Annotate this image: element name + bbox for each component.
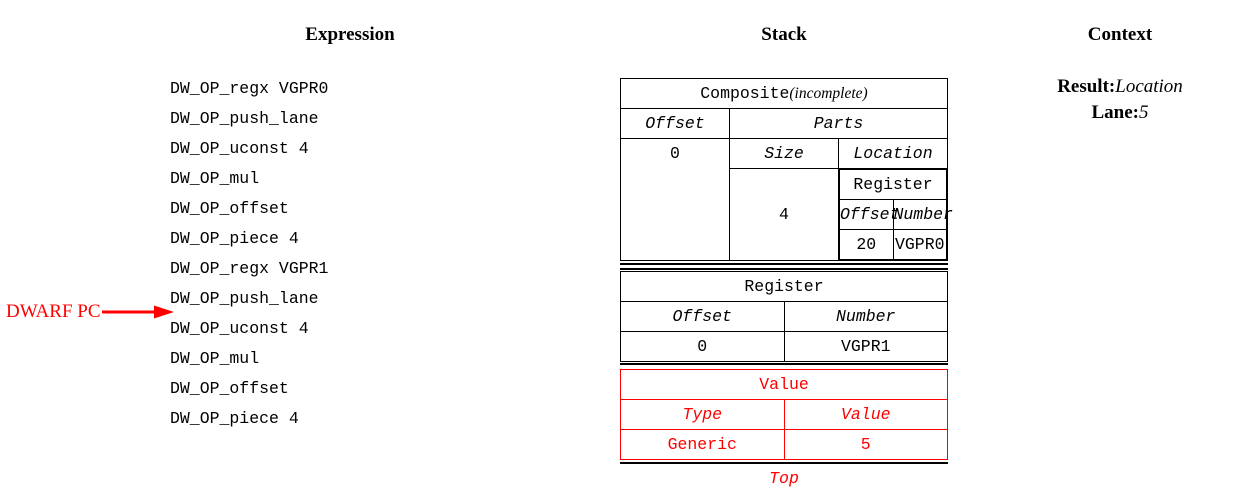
- arrow-right-icon: [101, 305, 174, 319]
- expression-row-7: DW_OP_push_lane: [170, 289, 319, 308]
- expression-list: DW_OP_regx VGPR0 DW_OP_push_lane DW_OP_u…: [170, 74, 500, 434]
- stack-separator-2: [620, 362, 948, 369]
- context-key-result: Result:: [1057, 76, 1116, 97]
- expression-row-0: DW_OP_regx VGPR0: [170, 79, 329, 98]
- nested-register-header-number: Number: [893, 199, 953, 230]
- column-header-stack: Stack: [761, 24, 807, 45]
- nested-register-title: Register: [839, 169, 947, 200]
- context-value-result: Location: [1115, 76, 1183, 97]
- context-row-lane: Lane:5: [1000, 100, 1240, 126]
- context-value-lane: 5: [1139, 102, 1149, 123]
- context-key-lane: Lane:: [1091, 102, 1140, 123]
- nested-register-table: Register Offset Number 20 VGPR0: [839, 169, 953, 260]
- value-header-value: Value: [784, 399, 948, 430]
- dwarf-pc-pointer: DWARF PC: [6, 300, 174, 324]
- expression-row-5: DW_OP_piece 4: [170, 229, 299, 248]
- nested-register-number: VGPR0: [894, 235, 945, 254]
- composite-header-size: Size: [729, 138, 839, 169]
- expression-row-11: DW_OP_piece 4: [170, 409, 299, 428]
- register-number: VGPR1: [840, 337, 891, 356]
- expression-row-10: DW_OP_offset: [170, 379, 289, 398]
- stack-column: Composite(incomplete) Offset Parts 0 Siz…: [620, 78, 953, 490]
- stack-top-label: Top: [769, 469, 799, 488]
- expression-row-9: DW_OP_mul: [170, 349, 260, 368]
- register-header-offset: Offset: [620, 301, 785, 332]
- stack-separator-3: [620, 460, 948, 466]
- stack-separator-1: [620, 261, 948, 271]
- nested-register-offset: 20: [839, 229, 894, 260]
- column-header-expression: Expression: [305, 24, 395, 45]
- composite-header-offset: Offset: [620, 108, 730, 139]
- expression-row-4: DW_OP_offset: [170, 199, 289, 218]
- stack-entry-value: Value Type Value Generic 5: [620, 369, 948, 460]
- value-type: Generic: [620, 429, 785, 460]
- composite-part-location: Register Offset Number 20 VGPR0: [839, 169, 953, 261]
- expression-row-2: DW_OP_uconst 4: [170, 139, 309, 158]
- composite-part-size: 4: [729, 168, 839, 261]
- register-title: Register: [620, 271, 948, 302]
- stack-entry-composite: Composite(incomplete) Offset Parts 0 Siz…: [620, 78, 953, 261]
- value-value: 5: [860, 435, 871, 454]
- nested-register-header-offset: Offset: [839, 199, 899, 230]
- expression-row-8: DW_OP_uconst 4: [170, 319, 309, 338]
- value-header-type: Type: [620, 399, 785, 430]
- register-offset: 0: [620, 331, 785, 362]
- composite-header-parts: Parts: [729, 108, 948, 139]
- composite-title: Composite(incomplete): [620, 78, 948, 109]
- composite-table: Composite(incomplete) Offset Parts 0 Siz…: [620, 78, 953, 261]
- register-header-number: Number: [784, 301, 948, 332]
- value-table: Value Type Value Generic 5: [620, 369, 948, 460]
- composite-offset-value: 0: [620, 138, 730, 261]
- value-title: Value: [620, 369, 948, 400]
- stack-entry-register: Register Offset Number 0 VGPR1: [620, 271, 948, 362]
- context-block: Result:Location Lane:5: [1000, 74, 1240, 126]
- expression-row-1: DW_OP_push_lane: [170, 109, 319, 128]
- expression-row-3: DW_OP_mul: [170, 169, 260, 188]
- dwarf-pc-label: DWARF PC: [6, 301, 101, 322]
- composite-header-location: Location: [838, 138, 948, 169]
- expression-row-6: DW_OP_regx VGPR1: [170, 259, 329, 278]
- column-header-context: Context: [1087, 24, 1153, 45]
- register-table: Register Offset Number 0 VGPR1: [620, 271, 948, 362]
- context-row-result: Result:Location: [1000, 74, 1240, 100]
